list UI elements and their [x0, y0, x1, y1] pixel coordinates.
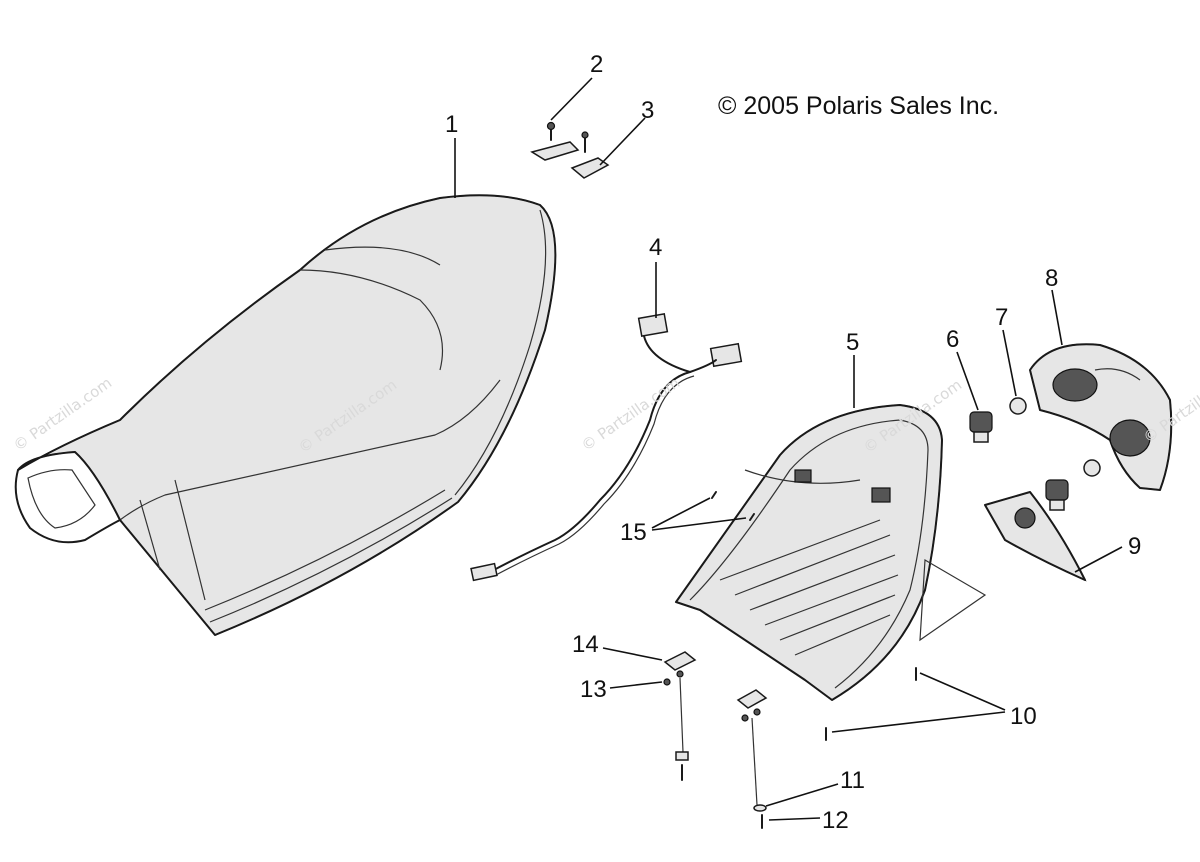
socket-bulb-parts	[969, 397, 1101, 511]
callout-8: 8	[1045, 265, 1058, 292]
reflector-part	[983, 491, 1087, 582]
fastener-parts	[663, 651, 917, 829]
tail-section-part	[674, 404, 987, 701]
callout-6: 6	[946, 326, 959, 353]
seat-part	[14, 194, 557, 636]
callout-5: 5	[846, 329, 859, 356]
callout-3: 3	[641, 97, 654, 124]
callout-15: 15	[620, 519, 647, 546]
leader-lines	[454, 77, 1123, 821]
callout-1: 1	[445, 111, 458, 138]
callout-12: 12	[822, 807, 849, 834]
callout-labels: 1 2 3 4 5 6 7 8 9 10 11 12 13 14 15	[445, 51, 1141, 834]
callout-14: 14	[572, 631, 599, 658]
bracket-part	[530, 121, 610, 179]
callout-11: 11	[840, 767, 865, 794]
callout-7: 7	[995, 304, 1008, 331]
tail-light-part	[1029, 343, 1173, 491]
callout-9: 9	[1128, 533, 1141, 560]
callout-10: 10	[1010, 703, 1037, 730]
copyright-notice: © 2005 Polaris Sales Inc.	[718, 92, 1000, 120]
wire-harness-part	[470, 313, 743, 582]
callout-2: 2	[590, 51, 603, 78]
callout-4: 4	[649, 234, 662, 261]
callout-13: 13	[580, 676, 607, 703]
